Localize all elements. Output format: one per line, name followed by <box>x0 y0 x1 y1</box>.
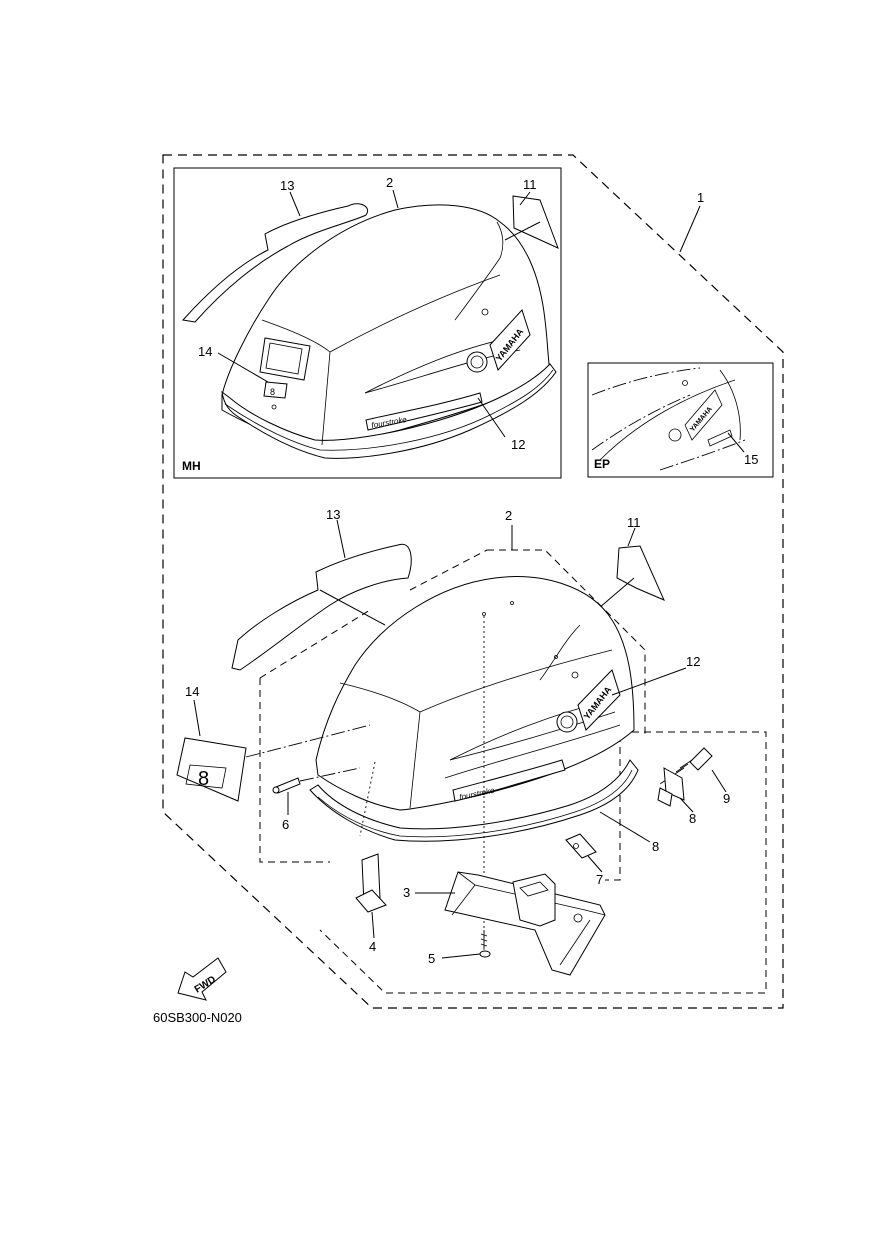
callout-6: 6 <box>282 817 289 832</box>
inset-callout-2: 2 <box>386 175 393 190</box>
rivet-6 <box>272 777 301 794</box>
screw-4 <box>479 930 491 958</box>
forward-direction-arrow: FWD <box>177 957 227 1001</box>
inset-mh-cowling: 8 YAMAHA fourstroke <box>182 195 559 459</box>
callout-12: 12 <box>686 654 700 669</box>
inset-mh-frame <box>173 167 562 479</box>
inset-hp-decal-text: 8 <box>270 387 275 397</box>
assembly-boundary-outline <box>162 154 784 1009</box>
inset-ep-cowling: YAMAHA <box>591 367 746 471</box>
inset-mh-tag: MH <box>182 459 201 473</box>
callout-1: 1 <box>697 190 704 205</box>
clip-10 <box>565 833 597 859</box>
callout-7: 8 <box>652 839 659 854</box>
callout-10: 7 <box>596 872 603 887</box>
inset-callout-12: 12 <box>511 437 525 452</box>
callout-9: 9 <box>723 791 730 806</box>
callout-11: 11 <box>627 515 641 530</box>
callout-8: 8 <box>689 811 696 826</box>
top-cowling-main: YAMAHA fourstroke <box>315 576 635 811</box>
inset-callout-15: 15 <box>744 452 758 467</box>
callout-14: 14 <box>185 684 199 699</box>
callout-3: 3 <box>403 885 410 900</box>
main-hp-decal-text: 8 <box>198 768 209 790</box>
inset-ep-frame <box>587 362 774 478</box>
inset-callout-11: 11 <box>523 177 537 192</box>
drawing-code: 60SB300-N020 <box>153 1010 242 1025</box>
bottom-mount-3 <box>444 871 606 976</box>
callout-5: 4 <box>369 939 376 954</box>
bracket-5 <box>355 853 387 913</box>
hp-emblem-14: 8 <box>176 737 247 802</box>
cowling-seal-7 <box>309 759 639 842</box>
inset-ep-tag: EP <box>594 457 610 471</box>
callout-13: 13 <box>326 507 340 522</box>
side-decal-13 <box>231 543 412 671</box>
callout-4: 5 <box>428 951 435 966</box>
bracket-8 <box>657 767 685 807</box>
cowling-subassembly-boundary <box>259 549 646 881</box>
bottom-parts-boundary <box>319 731 767 994</box>
inset-callout-13: 13 <box>280 178 294 193</box>
callout-2: 2 <box>505 508 512 523</box>
bolt-9 <box>671 747 713 777</box>
inset-callout-14: 14 <box>198 344 212 359</box>
side-decal-11 <box>616 545 665 601</box>
